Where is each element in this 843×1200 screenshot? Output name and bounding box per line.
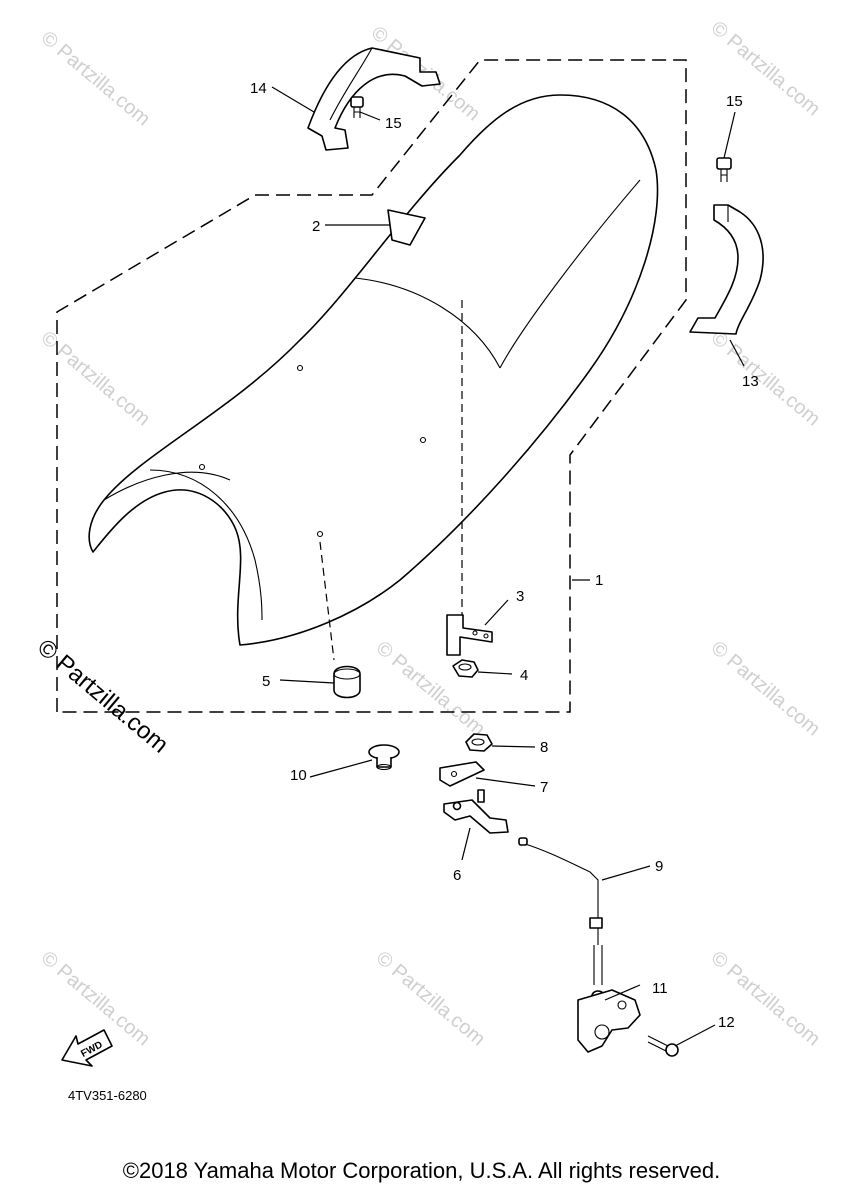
callout-4: 4 bbox=[520, 667, 528, 684]
watermark: © Partzilla.com bbox=[372, 947, 489, 1050]
callout-12: 12 bbox=[718, 1014, 735, 1031]
seat-lock-cable bbox=[518, 837, 605, 1002]
callout-2: 2 bbox=[312, 218, 320, 235]
seat-seam bbox=[499, 179, 641, 369]
callouts: 1 2 3 4 5 6 7 8 9 10 11 12 13 14 15 15 bbox=[250, 80, 759, 1031]
bolt bbox=[350, 96, 364, 118]
seat-lock-hook bbox=[443, 789, 509, 834]
callout-15-right: 15 bbox=[726, 93, 743, 110]
callout-14: 14 bbox=[250, 80, 267, 97]
seat-tag bbox=[387, 209, 426, 246]
callout-6: 6 bbox=[453, 867, 461, 884]
seat-hole bbox=[296, 364, 304, 372]
seat-hole bbox=[198, 463, 206, 471]
watermark: © Partzilla.com bbox=[37, 27, 154, 130]
watermark: © Partzilla.com bbox=[707, 947, 824, 1050]
watermark: © Partzilla.com bbox=[707, 327, 824, 430]
nut bbox=[452, 659, 479, 678]
fwd-arrow-icon: FWD bbox=[61, 1029, 113, 1067]
grab-bar-right bbox=[689, 204, 764, 335]
callout-1: 1 bbox=[595, 572, 603, 589]
damper bbox=[333, 665, 361, 699]
bracket bbox=[446, 614, 493, 656]
callout-9: 9 bbox=[655, 858, 663, 875]
lock-nut bbox=[465, 733, 493, 752]
seat bbox=[88, 94, 659, 646]
watermark: © Partzilla.com bbox=[372, 637, 489, 740]
screw bbox=[647, 1035, 679, 1057]
callout-11: 11 bbox=[652, 980, 668, 997]
watermark: © Partzilla.com bbox=[707, 637, 824, 740]
seat-seam bbox=[103, 471, 231, 501]
seat-hole bbox=[316, 530, 324, 538]
seat-seam bbox=[354, 277, 501, 369]
callout-8: 8 bbox=[540, 739, 548, 756]
callout-10: 10 bbox=[290, 767, 307, 784]
assembly-boundary bbox=[56, 59, 687, 713]
seat-lock bbox=[577, 989, 641, 1053]
callout-3: 3 bbox=[516, 588, 524, 605]
mounting-line bbox=[319, 541, 335, 661]
watermark-main: © Partzilla.com bbox=[32, 634, 173, 759]
callout-5: 5 bbox=[262, 673, 270, 690]
watermark: © Partzilla.com bbox=[37, 327, 154, 430]
plate bbox=[439, 761, 485, 787]
seat-seam bbox=[149, 469, 263, 621]
leader-lines bbox=[271, 86, 745, 1047]
cap bbox=[368, 744, 400, 771]
copyright-notice: ©2018 Yamaha Motor Corporation, U.S.A. A… bbox=[122, 1158, 721, 1183]
watermark: © Partzilla.com bbox=[707, 17, 824, 120]
seat-hole bbox=[419, 436, 427, 444]
seat-outline bbox=[88, 94, 659, 646]
callout-15-left: 15 bbox=[385, 115, 402, 132]
diagram-code: 4TV351-6280 bbox=[68, 1088, 147, 1103]
bolt bbox=[716, 157, 732, 182]
callout-13: 13 bbox=[742, 373, 759, 390]
callout-7: 7 bbox=[540, 779, 548, 796]
grab-bar-left bbox=[307, 47, 441, 151]
